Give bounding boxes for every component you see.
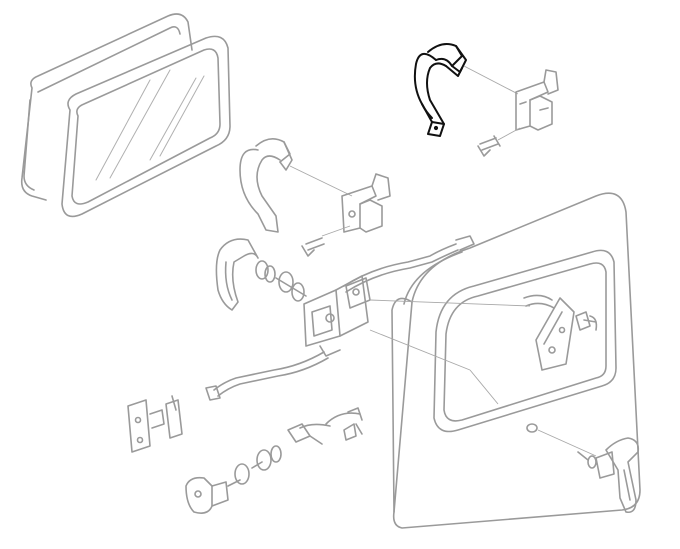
hook-bracket-highlighted <box>413 43 467 137</box>
handle-washers <box>255 260 307 302</box>
window-frame-back <box>20 13 193 201</box>
outer-t-handle <box>577 437 640 514</box>
inner-handle-lever <box>215 238 259 311</box>
hook-bracket-faded <box>239 138 293 233</box>
door-panel <box>391 192 641 529</box>
upper-linkage-rod <box>343 235 475 293</box>
small-catch <box>343 407 363 441</box>
mounting-bracket-middle <box>341 173 391 233</box>
latch-mechanism <box>303 275 371 357</box>
lock-cylinder-assembly <box>185 445 282 514</box>
lower-linkage-rod <box>205 351 329 401</box>
rod-clip <box>287 412 361 445</box>
mounting-bracket-upper <box>515 69 559 131</box>
striker-plate <box>127 395 183 453</box>
window-regulator <box>523 294 598 371</box>
bolt-middle <box>301 237 325 257</box>
bolt-upper <box>477 135 501 157</box>
window-glass-assembly <box>20 13 231 218</box>
window-glass-pane <box>61 35 231 218</box>
